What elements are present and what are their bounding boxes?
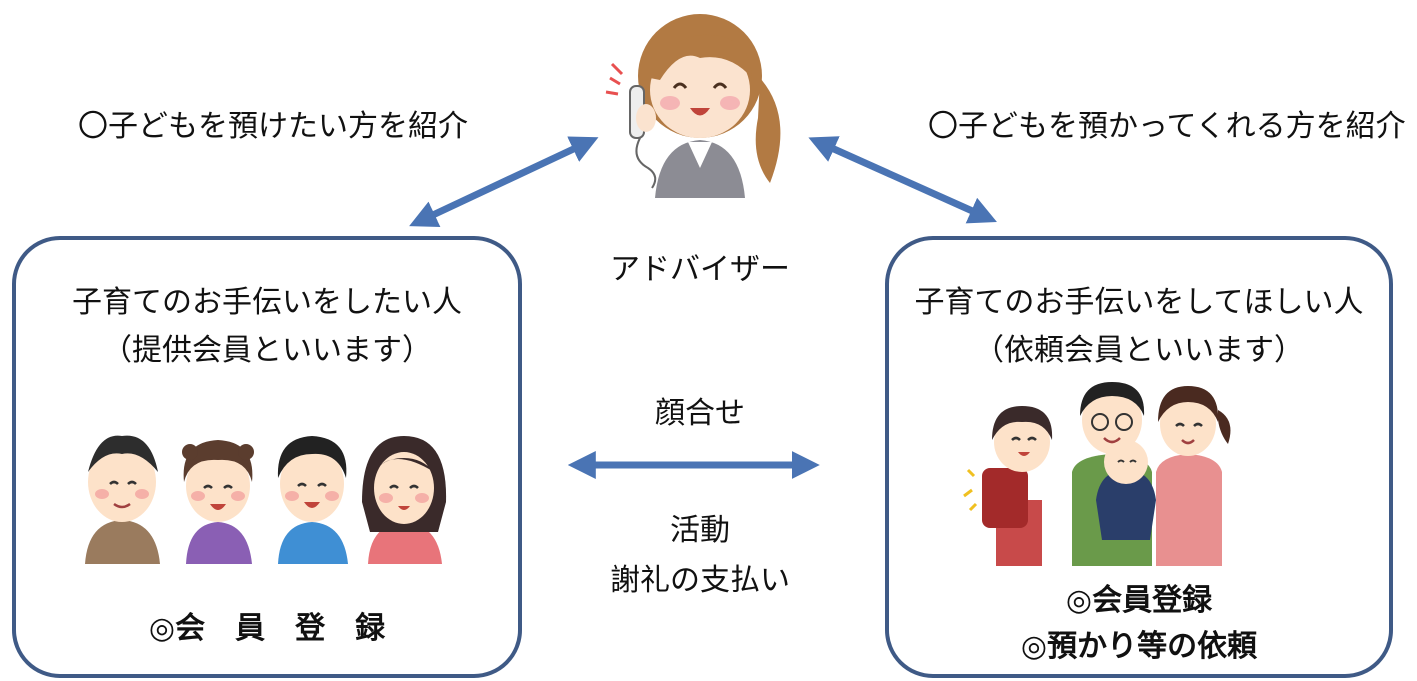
requester-subtitle: （依頼会員といいます） [974,333,1304,368]
baby-icon [1096,440,1156,540]
provider-action: ◎会 員 登 録 [148,611,386,646]
arrow-advisor-provider [409,136,599,227]
young-man-icon [277,436,348,564]
older-man-icon [85,435,160,564]
requester-family-illustration [963,382,1231,566]
schoolgirl-icon [963,406,1053,566]
provider-subtitle: （提供会員といいます） [102,333,432,368]
top-right-label: 〇子どもを預かってくれる方を紹介 [928,109,1406,144]
center-label-bottom-1: 活動 [670,513,730,548]
older-woman-icon [182,440,254,564]
requester-action-1: ◎会員登録 [1065,583,1213,618]
center-label-top: 顔合せ [655,396,745,431]
advisor-illustration [605,14,781,198]
top-left-label: 〇子どもを預けたい方を紹介 [78,109,468,144]
provider-title: 子育てのお手伝いをしたい人 [72,285,462,320]
young-woman-icon [362,436,447,564]
arrow-advisor-requester [808,136,997,224]
requester-action-2: ◎預かり等の依頼 [1020,629,1258,664]
advisor-label: アドバイザー [610,252,790,287]
mother-icon [1156,386,1231,566]
center-label-bottom-2: 謝礼の支払い [610,563,790,598]
provider-members-illustration [85,435,447,564]
requester-title: 子育てのお手伝いをしてほしい人 [914,285,1364,320]
